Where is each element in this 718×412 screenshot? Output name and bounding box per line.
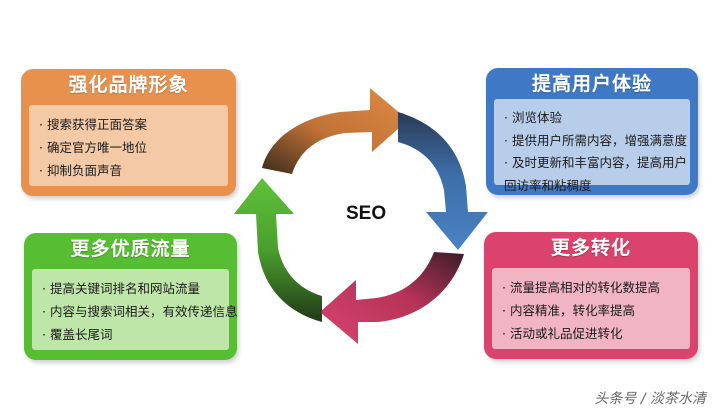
orange-arrow [262, 88, 408, 174]
card-line: 回访率和粘稠度 [504, 177, 592, 193]
pink-arrow [320, 252, 464, 344]
card-line: · 内容精准，转化率提高 [502, 303, 635, 318]
card-brand-image: 强化品牌形象 · 搜索获得正面答案 · 确定官方唯一地位 · 抑制负面声音 [21, 69, 236, 196]
card-body: · 浏览体验 · 提供用户所需内容，增强满意度 · 及时更新和丰富内容，提高用户… [494, 99, 690, 193]
card-line: · 浏览体验 [504, 110, 562, 125]
card-line: · 流量提高相对的转化数提高 [502, 280, 660, 295]
card-line: · 提高关键词排名和网站流量 [42, 281, 200, 296]
green-arrow [234, 178, 322, 322]
card-line: · 及时更新和丰富内容，提高用户 [504, 155, 687, 170]
blue-arrow [398, 112, 488, 250]
card-conversion: 更多转化 · 流量提高相对的转化数提高 · 内容精准，转化率提高 · 活动或礼品… [484, 232, 698, 359]
card-title: 更多优质流量 [70, 238, 191, 260]
card-body: · 搜索获得正面答案 · 确定官方唯一地位 · 抑制负面声音 [29, 105, 228, 186]
card-line: · 覆盖长尾词 [42, 327, 113, 342]
card-line: · 提供用户所需内容，增强满意度 [504, 132, 687, 148]
watermark: 头条号 / 淡茶水清 [594, 391, 706, 407]
card-line: · 确定官方唯一地位 [39, 140, 147, 155]
card-line: · 活动或礼品促进转化 [502, 326, 623, 341]
seo-center-label: SEO [346, 203, 387, 224]
card-body: · 流量提高相对的转化数提高 · 内容精准，转化率提高 · 活动或礼品促进转化 [492, 268, 690, 349]
card-line: · 抑制负面声音 [39, 163, 122, 178]
card-title: 更多转化 [550, 237, 631, 259]
card-title: 强化品牌形象 [68, 74, 189, 96]
card-line: · 搜索获得正面答案 [39, 117, 147, 132]
card-quality-traffic: 更多优质流量 · 提高关键词排名和网站流量 · 内容与搜索词相关，有效传递信息 … [24, 233, 237, 360]
card-title: 提高用户体验 [531, 73, 652, 95]
card-body: · 提高关键词排名和网站流量 · 内容与搜索词相关，有效传递信息 · 覆盖长尾词 [32, 269, 238, 350]
card-line: · 内容与搜索词相关，有效传递信息 [42, 304, 238, 319]
card-user-experience: 提高用户体验 · 浏览体验 · 提供用户所需内容，增强满意度 · 及时更新和丰富… [486, 68, 698, 195]
